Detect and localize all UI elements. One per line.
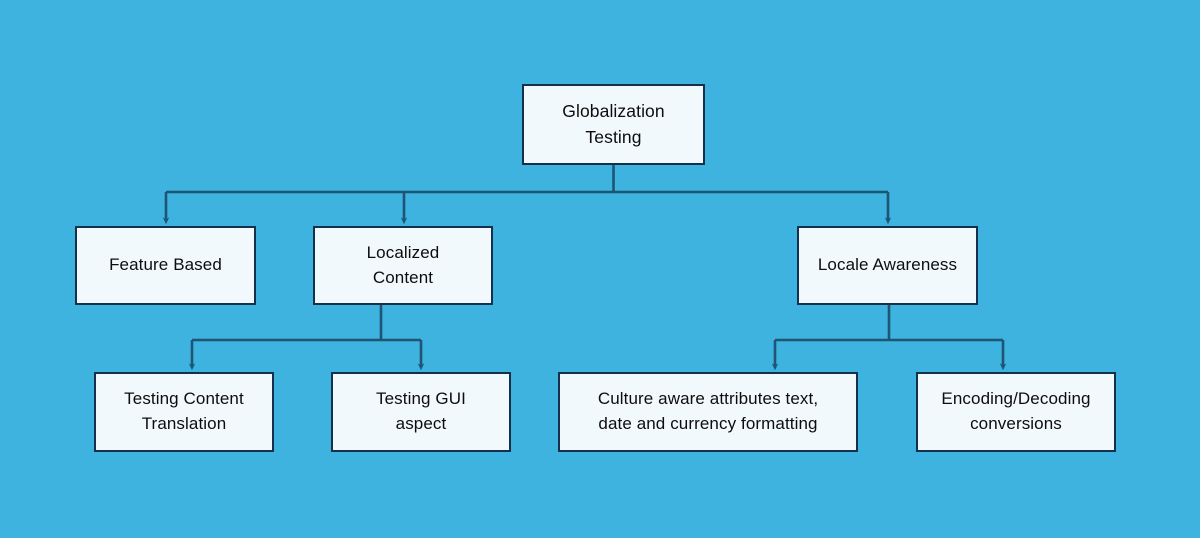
node-encoding-decoding-conversions[interactable]: Encoding/Decoding conversions bbox=[916, 372, 1116, 452]
node-localized-content[interactable]: Localized Content bbox=[313, 226, 493, 305]
node-culture-aware-attributes[interactable]: Culture aware attributes text, date and … bbox=[558, 372, 858, 452]
node-testing-content-translation[interactable]: Testing Content Translation bbox=[94, 372, 274, 452]
node-testing-gui-aspect[interactable]: Testing GUI aspect bbox=[331, 372, 511, 452]
node-globalization-testing[interactable]: Globalization Testing bbox=[522, 84, 705, 165]
node-feature-based[interactable]: Feature Based bbox=[75, 226, 256, 305]
node-locale-awareness[interactable]: Locale Awareness bbox=[797, 226, 978, 305]
